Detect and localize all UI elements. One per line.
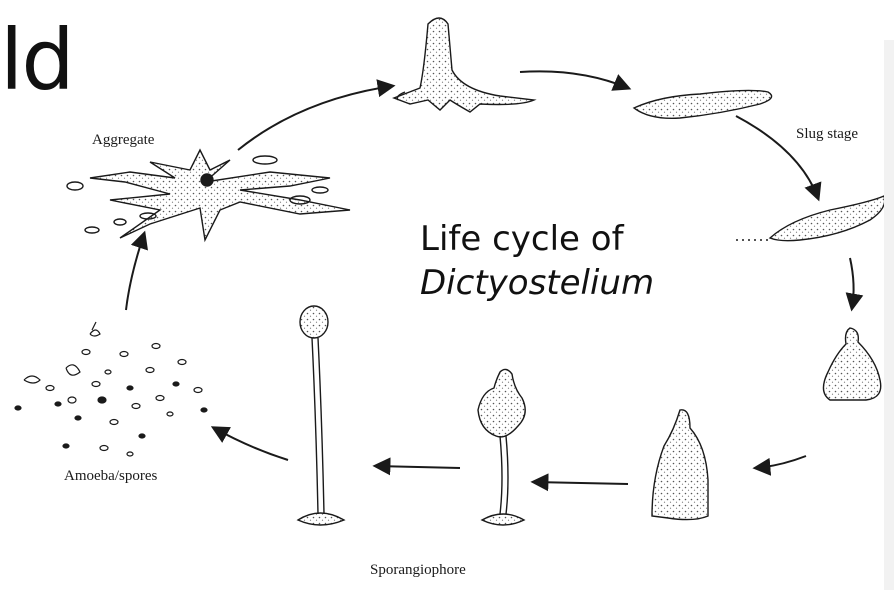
mid-fruiting-illustration xyxy=(478,369,525,525)
arrow-mound-to-slug xyxy=(520,71,628,88)
mound-illustration xyxy=(394,18,534,112)
amoebae-spores-illustration xyxy=(15,322,207,456)
arrow-culmination-to-early xyxy=(756,456,806,468)
aggregate-illustration xyxy=(67,150,350,240)
sporangiophore-illustration xyxy=(298,306,344,525)
arrow-sporangiophore-to-amoebae xyxy=(214,428,288,460)
culmination-illustration xyxy=(823,328,880,400)
arrow-migrating-to-culmination xyxy=(850,258,854,308)
arrow-amoebae-to-aggregate xyxy=(126,234,144,310)
arrow-slug-to-migrating xyxy=(736,116,818,198)
arrow-aggregate-to-mound xyxy=(238,86,392,150)
slug-illustration xyxy=(634,90,772,118)
scan-edge xyxy=(884,40,894,590)
early-fruiting-illustration xyxy=(652,410,708,520)
migrating-slug-illustration xyxy=(736,196,885,241)
arrow-midfruit-to-sporangiophore xyxy=(376,466,460,468)
arrow-early-to-midfruit xyxy=(534,482,628,484)
